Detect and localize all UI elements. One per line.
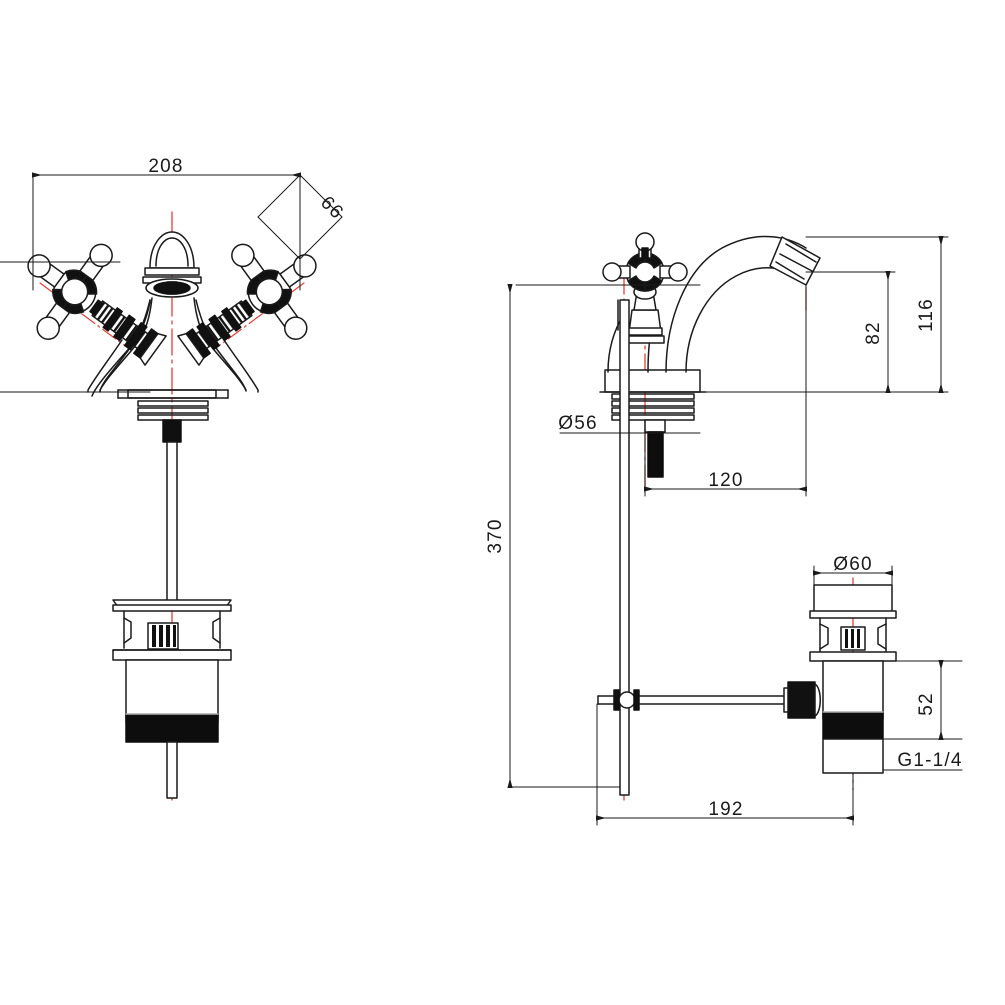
dimension-label-d56: Ø56	[558, 413, 598, 434]
linkage-ball-joint	[787, 681, 816, 719]
waste-detail-thread	[822, 711, 884, 740]
dimension-lines-side: 116 82 120 Ø56 370	[485, 236, 949, 788]
handle-right-front	[177, 243, 317, 366]
mixer-body-front	[87, 297, 259, 443]
pullrod-shaft	[166, 441, 178, 603]
handle-right-stem	[177, 299, 255, 366]
dome-collar-1	[144, 267, 200, 276]
waste-tail-front	[166, 741, 178, 799]
dim66-edge-d	[299, 216, 343, 260]
pullrod-side-shaft	[619, 299, 630, 796]
handle-side-ball-left	[602, 262, 622, 282]
dimension-208: 208	[32, 156, 301, 178]
dimension-label-116: 116	[916, 298, 937, 332]
side-shank	[644, 419, 666, 433]
linkage-pivot	[618, 691, 636, 709]
view-front-elevation: 208 66	[0, 156, 348, 801]
dim66-edge-c	[299, 174, 343, 218]
side-washer-3	[611, 407, 695, 414]
handle-left-stem	[89, 299, 167, 366]
waste-cap-lip	[809, 610, 897, 619]
dimension-label-208: 208	[148, 156, 183, 177]
dimension-label-d60: Ø60	[833, 554, 873, 575]
centerline-handle-right	[215, 282, 305, 349]
washer-1	[137, 400, 209, 407]
pullrod-side	[617, 299, 630, 796]
dimension-label-370: 370	[485, 518, 506, 553]
waste-detail-barrel	[822, 660, 884, 720]
side-washer-1	[611, 393, 695, 400]
dome-pin	[166, 281, 178, 295]
handle-left-cross	[27, 243, 113, 340]
waste-cap	[813, 584, 893, 614]
handle-side-ball-right	[668, 262, 688, 282]
shank-front	[162, 419, 182, 443]
handle-right-cross	[231, 243, 317, 340]
view-side-elevation: 116 82 120 Ø56 370	[485, 232, 949, 801]
dimension-label-thread: G1-1/4	[897, 750, 962, 771]
dim66-edge-a	[257, 174, 301, 218]
waste-linkage	[597, 681, 821, 719]
dimension-label-82: 82	[863, 321, 884, 345]
centerline-handle-left	[39, 282, 129, 349]
waste-front	[112, 599, 232, 799]
side-washer-2	[611, 400, 695, 407]
waste-cap-rim	[112, 604, 232, 612]
waste-detail-tail	[822, 738, 884, 774]
handle-centerlines-front	[39, 282, 305, 349]
view-waste-detail: Ø60 52 G1-1/4 192	[596, 554, 963, 826]
spoke-ball-down	[36, 316, 60, 340]
side-shank-dark	[647, 431, 664, 478]
dimension-lines-waste: Ø60 52 G1-1/4 192	[596, 554, 963, 826]
handle-left-front	[27, 243, 167, 366]
spout-outlet-side	[769, 236, 821, 286]
waste-flange-front	[112, 649, 232, 661]
dim66-edge-b	[257, 216, 301, 260]
handle-side	[602, 232, 688, 344]
dimension-label-52: 52	[916, 692, 937, 716]
dimension-label-120: 120	[708, 470, 743, 491]
center-dome-front	[142, 231, 202, 298]
washer-2	[137, 407, 209, 414]
pullrod-front	[166, 441, 178, 603]
waste-detail-flange	[809, 651, 897, 662]
waste-barrel-front	[125, 659, 219, 723]
dimension-label-192: 192	[708, 799, 743, 820]
waste-thread-front	[125, 713, 219, 743]
